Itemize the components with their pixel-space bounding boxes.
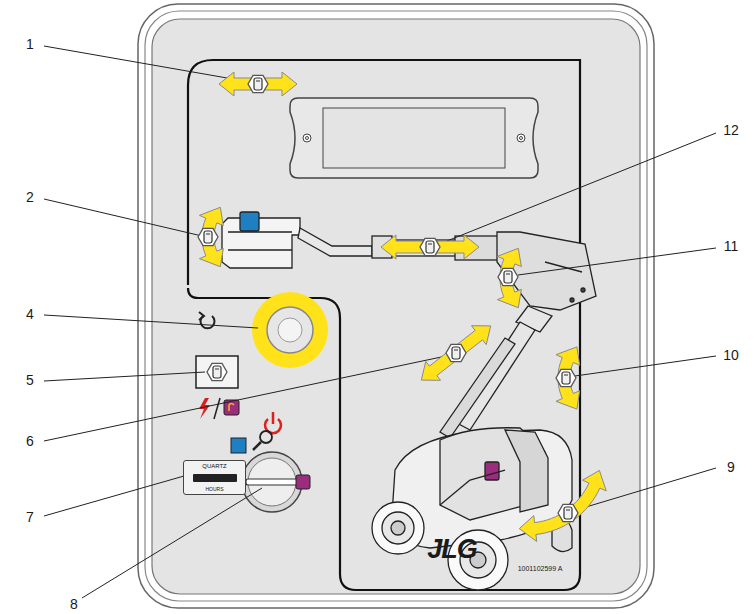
counter-window xyxy=(193,474,237,482)
callout-number: 6 xyxy=(26,434,34,448)
display-screen xyxy=(323,108,505,168)
direction-arrow xyxy=(381,235,479,259)
callout-number: 2 xyxy=(26,190,34,204)
toggle-switch xyxy=(207,363,227,380)
direction-arrow xyxy=(421,326,490,381)
toggle-switch xyxy=(556,369,576,386)
direction-arrow xyxy=(497,248,521,307)
toggle-switches xyxy=(198,75,578,521)
direction-arrow xyxy=(219,72,297,96)
callout-number: 4 xyxy=(26,307,34,321)
part-number: 1001102599 A xyxy=(518,565,563,572)
toggle-switch xyxy=(198,228,218,245)
callout-number: 12 xyxy=(723,123,739,137)
panel-housing xyxy=(138,4,654,608)
direction-arrow xyxy=(519,470,606,541)
screws xyxy=(303,134,525,142)
power-reset-icon xyxy=(199,312,215,328)
platform-illustration xyxy=(222,212,596,438)
toggle-switch xyxy=(420,238,440,255)
meter-unit: HOURS xyxy=(205,487,223,492)
toggle-switch xyxy=(446,344,466,361)
machine-illustration xyxy=(372,428,572,590)
callout-number: 8 xyxy=(70,597,78,611)
brand-logo: JLG xyxy=(427,536,477,563)
direction-arrows xyxy=(199,72,606,541)
toggle-switch xyxy=(498,268,518,285)
meter-brand: QUARTZ xyxy=(202,463,227,469)
display-window xyxy=(290,98,538,178)
panel-bezel xyxy=(145,11,647,601)
callout-number: 5 xyxy=(26,373,34,387)
panel-face xyxy=(152,19,640,594)
leader-lines xyxy=(44,46,716,598)
toggle-switch xyxy=(248,75,268,92)
callout-number: 1 xyxy=(26,37,34,51)
callout-number: 10 xyxy=(723,348,739,362)
callout-number: 7 xyxy=(26,510,34,524)
toggle-switch xyxy=(558,504,578,521)
emergency-stop-button xyxy=(252,292,328,368)
hour-meter: QUARTZ HOURS xyxy=(183,460,246,495)
callout-number: 9 xyxy=(727,460,735,474)
callout-number: 11 xyxy=(724,239,739,253)
direction-arrow xyxy=(556,347,580,409)
control-region-outline xyxy=(188,60,580,590)
